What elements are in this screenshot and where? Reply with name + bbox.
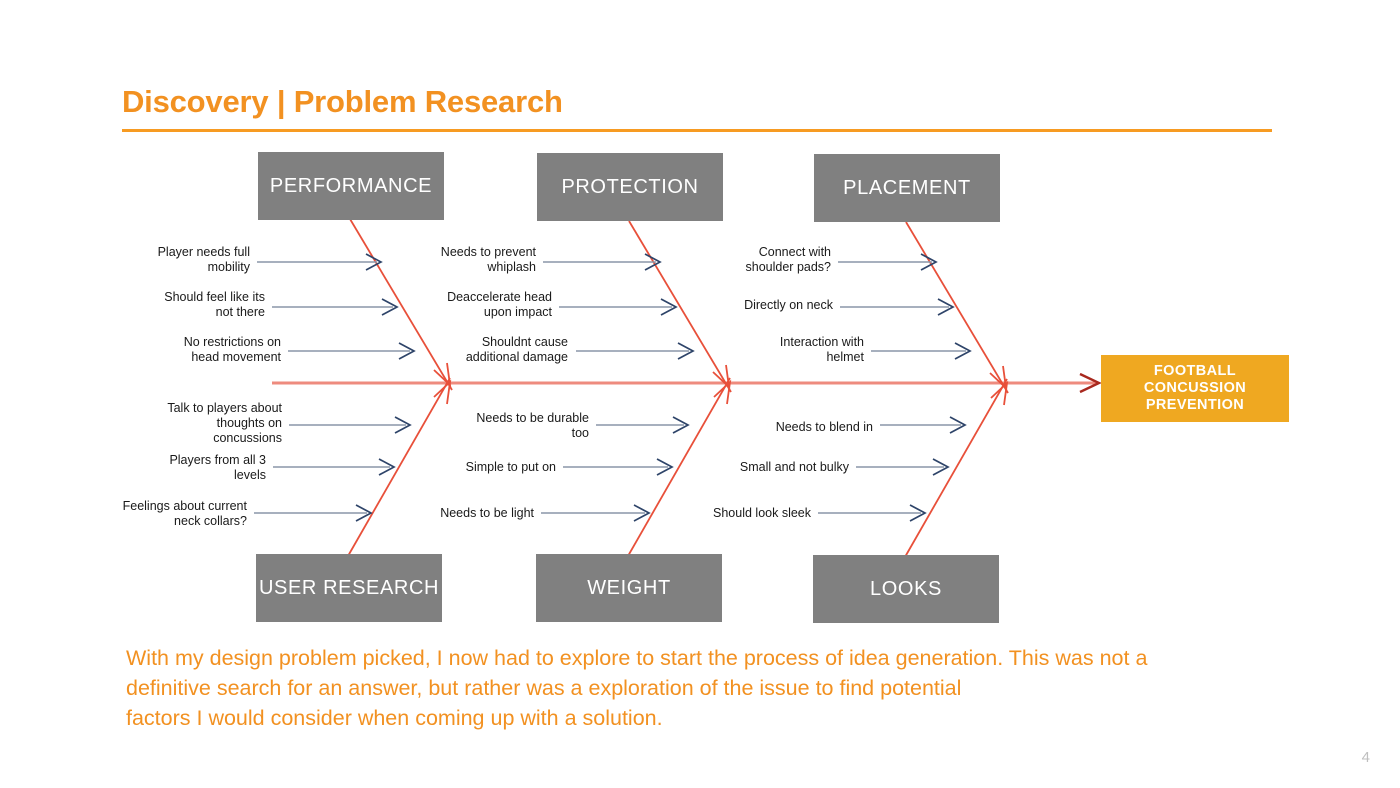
cause-label-looks-2: Small and not bulky: [739, 460, 849, 474]
category-box-weight[interactable]: WEIGHT: [536, 554, 722, 622]
cause-label-placement-2: Directly on neck: [744, 298, 833, 312]
bone-arrowhead-weight: [713, 379, 732, 405]
slide-caption: With my design problem picked, I now had…: [126, 646, 1148, 730]
cause-label-user-research-1: Talk to players about thoughts on concus…: [167, 401, 282, 445]
cause-label-user-research-2: Players from all 3 levels: [169, 453, 266, 482]
cause-label-performance-2: Should feel like its not there: [164, 290, 265, 319]
category-label: USER RESEARCH: [258, 576, 440, 599]
cause-arrowheads-placement: [920, 253, 972, 360]
category-label: PROTECTION: [561, 175, 699, 198]
cause-label-placement-1: Connect with shoulder pads?: [745, 245, 831, 274]
category-box-user-research[interactable]: USER RESEARCH: [256, 554, 442, 622]
category-box-protection[interactable]: PROTECTION: [537, 153, 723, 221]
bone-arrowhead-performance: [433, 362, 452, 388]
bone-arrowhead-looks: [990, 380, 1009, 406]
cause-label-weight-3: Needs to be light: [440, 506, 534, 520]
cause-arrowheads-looks: [909, 416, 967, 522]
bone-placement: [905, 221, 1009, 394]
category-label: PLACEMENT: [843, 176, 971, 199]
cause-label-weight-1: Needs to be durable too: [476, 411, 589, 440]
cause-label-weight-2: Simple to put on: [465, 460, 556, 474]
cause-label-performance-3: No restrictions on head movement: [183, 335, 281, 364]
effect-box-football-concussion-prevention[interactable]: FOOTBALL CONCUSSION PREVENTION: [1101, 355, 1289, 422]
cause-label-user-research-3: Feelings about current neck collars?: [122, 499, 247, 528]
page-title: Discovery | Problem Research: [122, 84, 563, 119]
category-box-looks[interactable]: LOOKS: [813, 555, 999, 623]
category-box-placement[interactable]: PLACEMENT: [814, 154, 1000, 222]
title-underline: [122, 129, 1272, 132]
category-label: PERFORMANCE: [269, 174, 433, 197]
effect-line-2: CONCUSSION: [1143, 380, 1247, 396]
category-label: LOOKS: [870, 577, 942, 600]
cause-label-looks-3: Should look sleek: [713, 506, 811, 520]
cause-label-protection-1: Needs to prevent whiplash: [440, 245, 536, 274]
bone-arrowhead-user-research: [433, 379, 452, 405]
category-box-performance[interactable]: PERFORMANCE: [258, 152, 444, 220]
cause-label-looks-1: Needs to blend in: [775, 420, 873, 434]
cause-label-placement-3: Interaction with helmet: [779, 335, 864, 364]
cause-label-performance-1: Player needs full mobility: [157, 245, 250, 274]
spine-arrowhead: [1079, 372, 1102, 394]
page-number: 4: [1361, 749, 1370, 766]
cause-label-protection-3: Shouldnt cause additional damage: [465, 335, 568, 364]
bone-arrowhead-protection: [712, 364, 731, 390]
bone-arrowhead-placement: [989, 365, 1008, 391]
category-label: WEIGHT: [587, 576, 671, 599]
effect-line-3: PREVENTION: [1145, 397, 1245, 413]
bone-looks: [904, 378, 1008, 558]
effect-line-1: FOOTBALL: [1153, 363, 1237, 379]
cause-label-protection-2: Deaccelerate head upon impact: [447, 290, 552, 319]
